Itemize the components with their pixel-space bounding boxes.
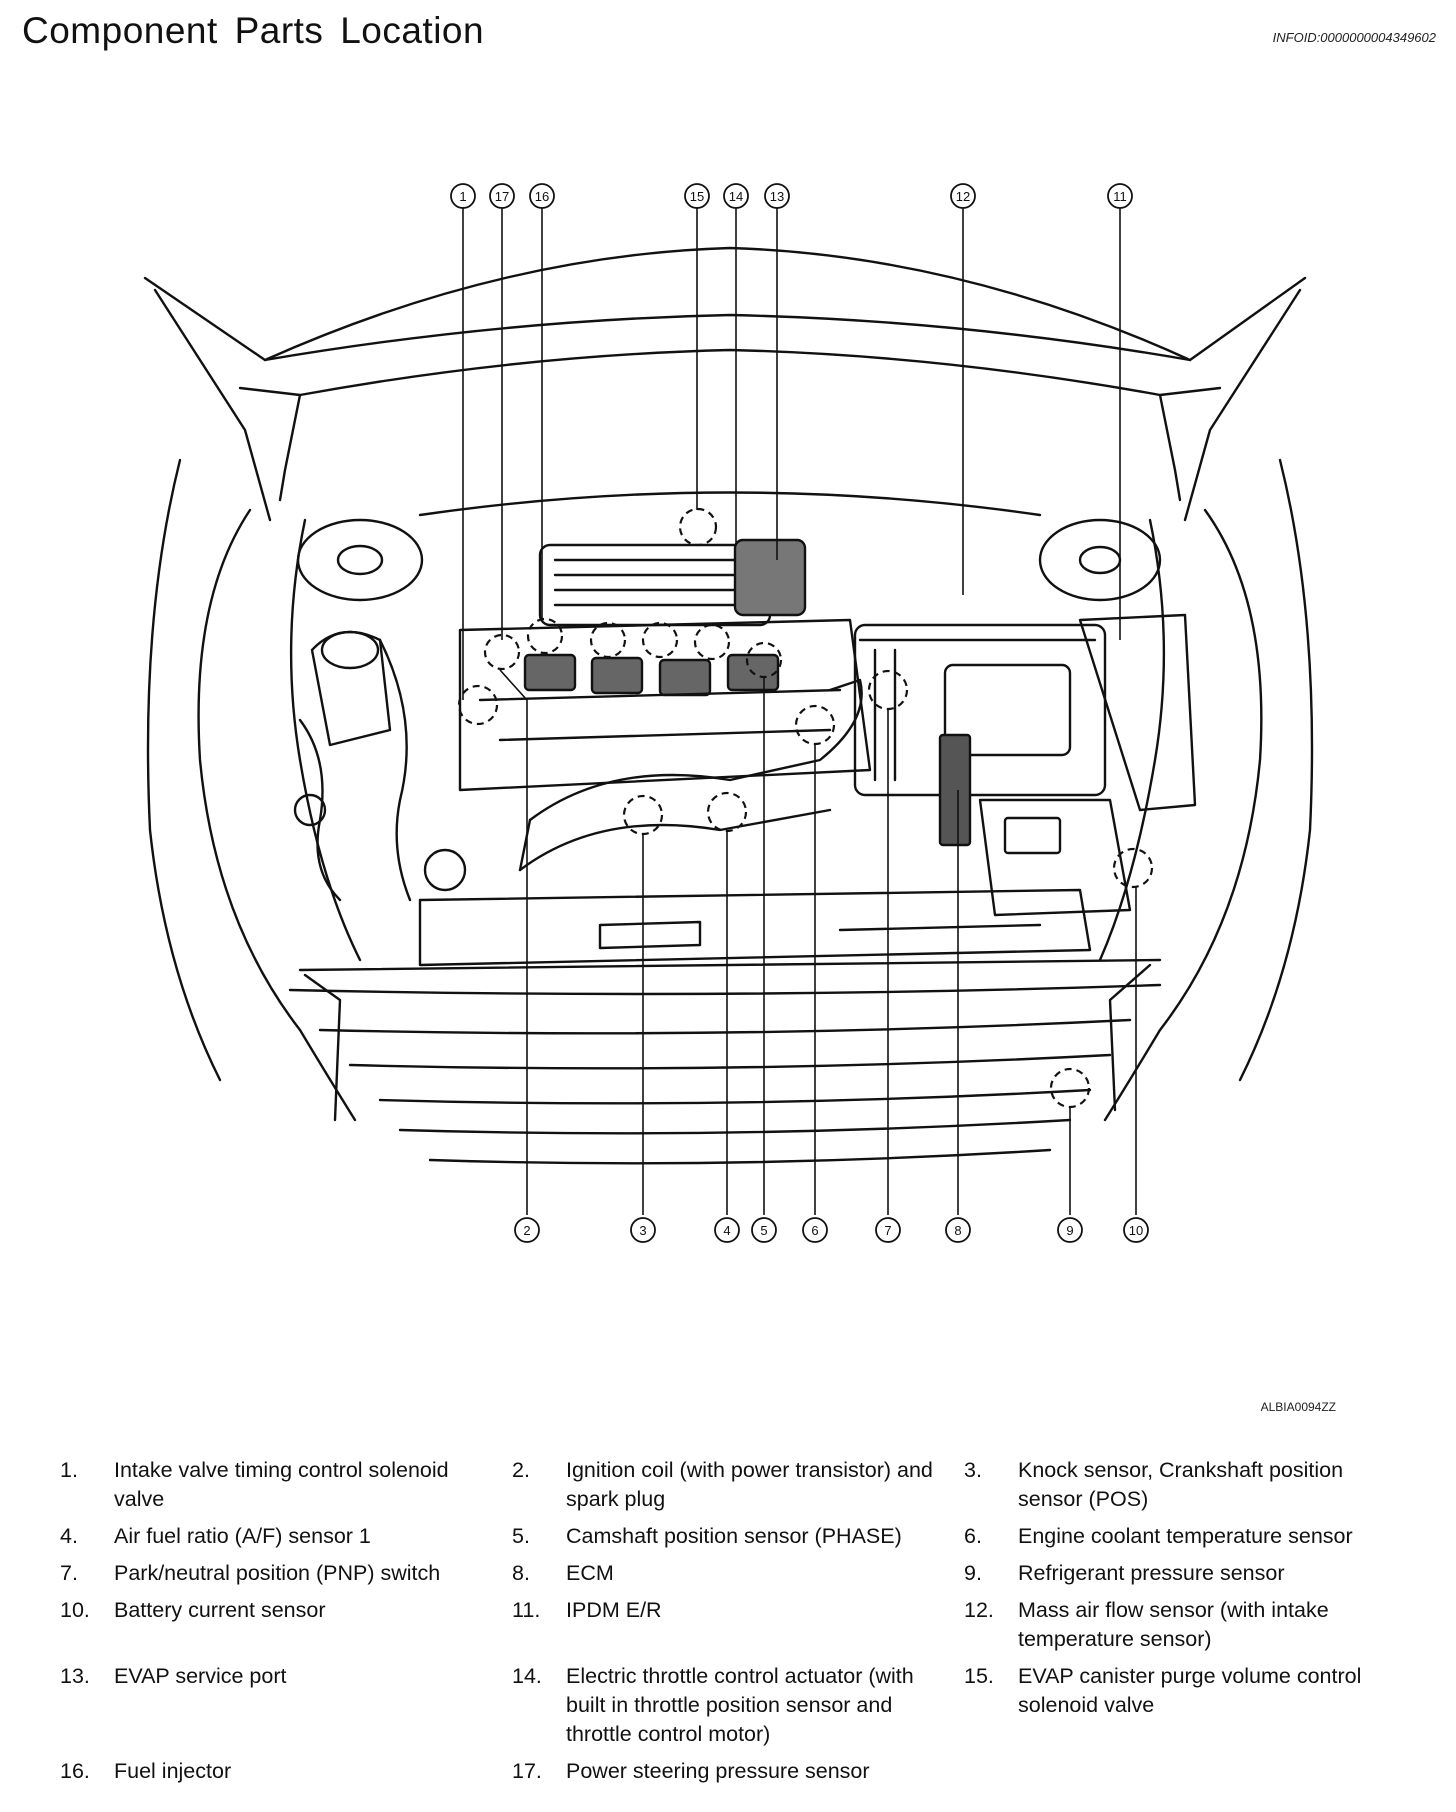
legend-text: EVAP canister purge volume control solen… bbox=[1018, 1664, 1362, 1717]
legend-num: 10. bbox=[60, 1598, 90, 1622]
callout-7: 7 bbox=[884, 1223, 891, 1238]
engine-bay-diagram: 1 17 16 15 14 13 12 11 2 3 4 5 6 7 8 9 1… bbox=[143, 183, 1314, 1243]
legend-text: Fuel injector bbox=[114, 1759, 232, 1783]
legend-text: Knock sensor, Crankshaft position sensor… bbox=[1018, 1458, 1344, 1511]
legend-text: IPDM E/R bbox=[566, 1598, 662, 1622]
callout-3: 3 bbox=[639, 1223, 646, 1238]
legend-item: 16. Fuel injector bbox=[40, 1757, 492, 1786]
legend-item: 3. Knock sensor, Crankshaft position sen… bbox=[944, 1456, 1396, 1514]
legend-text: Power steering pressure sensor bbox=[566, 1759, 870, 1783]
callout-17: 17 bbox=[495, 189, 509, 204]
throttle-body bbox=[733, 538, 807, 617]
legend-text: Refrigerant pressure sensor bbox=[1018, 1561, 1285, 1585]
callout-15: 15 bbox=[690, 189, 704, 204]
legend-item: 17. Power steering pressure sensor bbox=[492, 1757, 944, 1786]
legend-num: 8. bbox=[512, 1561, 530, 1585]
legend-text: Battery current sensor bbox=[114, 1598, 326, 1622]
legend-num: 2. bbox=[512, 1458, 530, 1482]
legend-num: 4. bbox=[60, 1524, 78, 1548]
legend-num: 6. bbox=[964, 1524, 982, 1548]
callout-13: 13 bbox=[770, 189, 784, 204]
legend-num: 13. bbox=[60, 1664, 90, 1688]
callout-11: 11 bbox=[1113, 189, 1127, 204]
callout-5: 5 bbox=[760, 1223, 767, 1238]
legend-text: Intake valve timing control solenoid val… bbox=[114, 1458, 449, 1511]
legend-text: ECM bbox=[566, 1561, 614, 1585]
legend-item: 10. Battery current sensor bbox=[40, 1596, 492, 1654]
legend-num: 15. bbox=[964, 1664, 994, 1688]
legend-num: 9. bbox=[964, 1561, 982, 1585]
callout-4: 4 bbox=[723, 1223, 730, 1238]
callout-14: 14 bbox=[729, 189, 743, 204]
legend-num: 16. bbox=[60, 1759, 90, 1783]
callouts-top bbox=[450, 183, 1133, 209]
legend-text: Camshaft position sensor (PHASE) bbox=[566, 1524, 902, 1548]
bumper bbox=[298, 958, 1162, 972]
callout-8: 8 bbox=[954, 1223, 961, 1238]
callouts-bottom bbox=[514, 1217, 1149, 1243]
legend-num: 7. bbox=[60, 1561, 78, 1585]
figure-code: ALBIA0094ZZ bbox=[1260, 1400, 1336, 1414]
legend-item: 7. Park/neutral position (PNP) switch bbox=[40, 1559, 492, 1588]
legend-num: 1. bbox=[60, 1458, 78, 1482]
legend-item: 11. IPDM E/R bbox=[492, 1596, 944, 1654]
hood-outline bbox=[143, 246, 1307, 362]
legend-text: Ignition coil (with power transistor) an… bbox=[566, 1458, 933, 1511]
callout-12: 12 bbox=[956, 189, 970, 204]
battery bbox=[978, 798, 1132, 917]
legend-text: Engine coolant temperature sensor bbox=[1018, 1524, 1353, 1548]
legend-item: 2. Ignition coil (with power transistor)… bbox=[492, 1456, 944, 1514]
page-title: Component Parts Location bbox=[22, 10, 485, 51]
legend-text: EVAP service port bbox=[114, 1664, 287, 1688]
callout-9: 9 bbox=[1066, 1223, 1073, 1238]
legend-item: 14. Electric throttle control actuator (… bbox=[492, 1662, 944, 1749]
air-cleaner bbox=[853, 623, 1107, 797]
callout-10: 10 bbox=[1129, 1223, 1143, 1238]
legend-item: 1. Intake valve timing control solenoid … bbox=[40, 1456, 492, 1514]
legend-num: 12. bbox=[964, 1598, 994, 1622]
legend-text: Mass air flow sensor (with intake temper… bbox=[1018, 1598, 1329, 1651]
legend-item: 6. Engine coolant temperature sensor bbox=[944, 1522, 1396, 1551]
callout-16: 16 bbox=[535, 189, 549, 204]
body-outline bbox=[197, 508, 357, 1122]
legend-text: Air fuel ratio (A/F) sensor 1 bbox=[114, 1524, 371, 1548]
info-id: INFOID:0000000004349602 bbox=[1272, 30, 1436, 45]
legend-num: 17. bbox=[512, 1759, 542, 1783]
legend-item: 8. ECM bbox=[492, 1559, 944, 1588]
legend-item: 9. Refrigerant pressure sensor bbox=[944, 1559, 1396, 1588]
ecm-unit bbox=[938, 733, 972, 847]
legend-item: 4. Air fuel ratio (A/F) sensor 1 bbox=[40, 1522, 492, 1551]
legend-text: Electric throttle control actuator (with… bbox=[566, 1664, 914, 1746]
callout-6: 6 bbox=[811, 1223, 818, 1238]
legend-item: 15. EVAP canister purge volume control s… bbox=[944, 1662, 1396, 1749]
callout-1: 1 bbox=[459, 189, 466, 204]
legend-item: 13. EVAP service port bbox=[40, 1662, 492, 1749]
legend-num: 5. bbox=[512, 1524, 530, 1548]
legend-text: Park/neutral position (PNP) switch bbox=[114, 1561, 441, 1585]
legend-item: 5. Camshaft position sensor (PHASE) bbox=[492, 1522, 944, 1551]
legend-num: 14. bbox=[512, 1664, 542, 1688]
legend-num: 11. bbox=[512, 1598, 541, 1622]
legend: 1. Intake valve timing control solenoid … bbox=[40, 1456, 1440, 1786]
legend-item: 12. Mass air flow sensor (with intake te… bbox=[944, 1596, 1396, 1654]
legend-num: 3. bbox=[964, 1458, 982, 1482]
callout-2: 2 bbox=[523, 1223, 530, 1238]
